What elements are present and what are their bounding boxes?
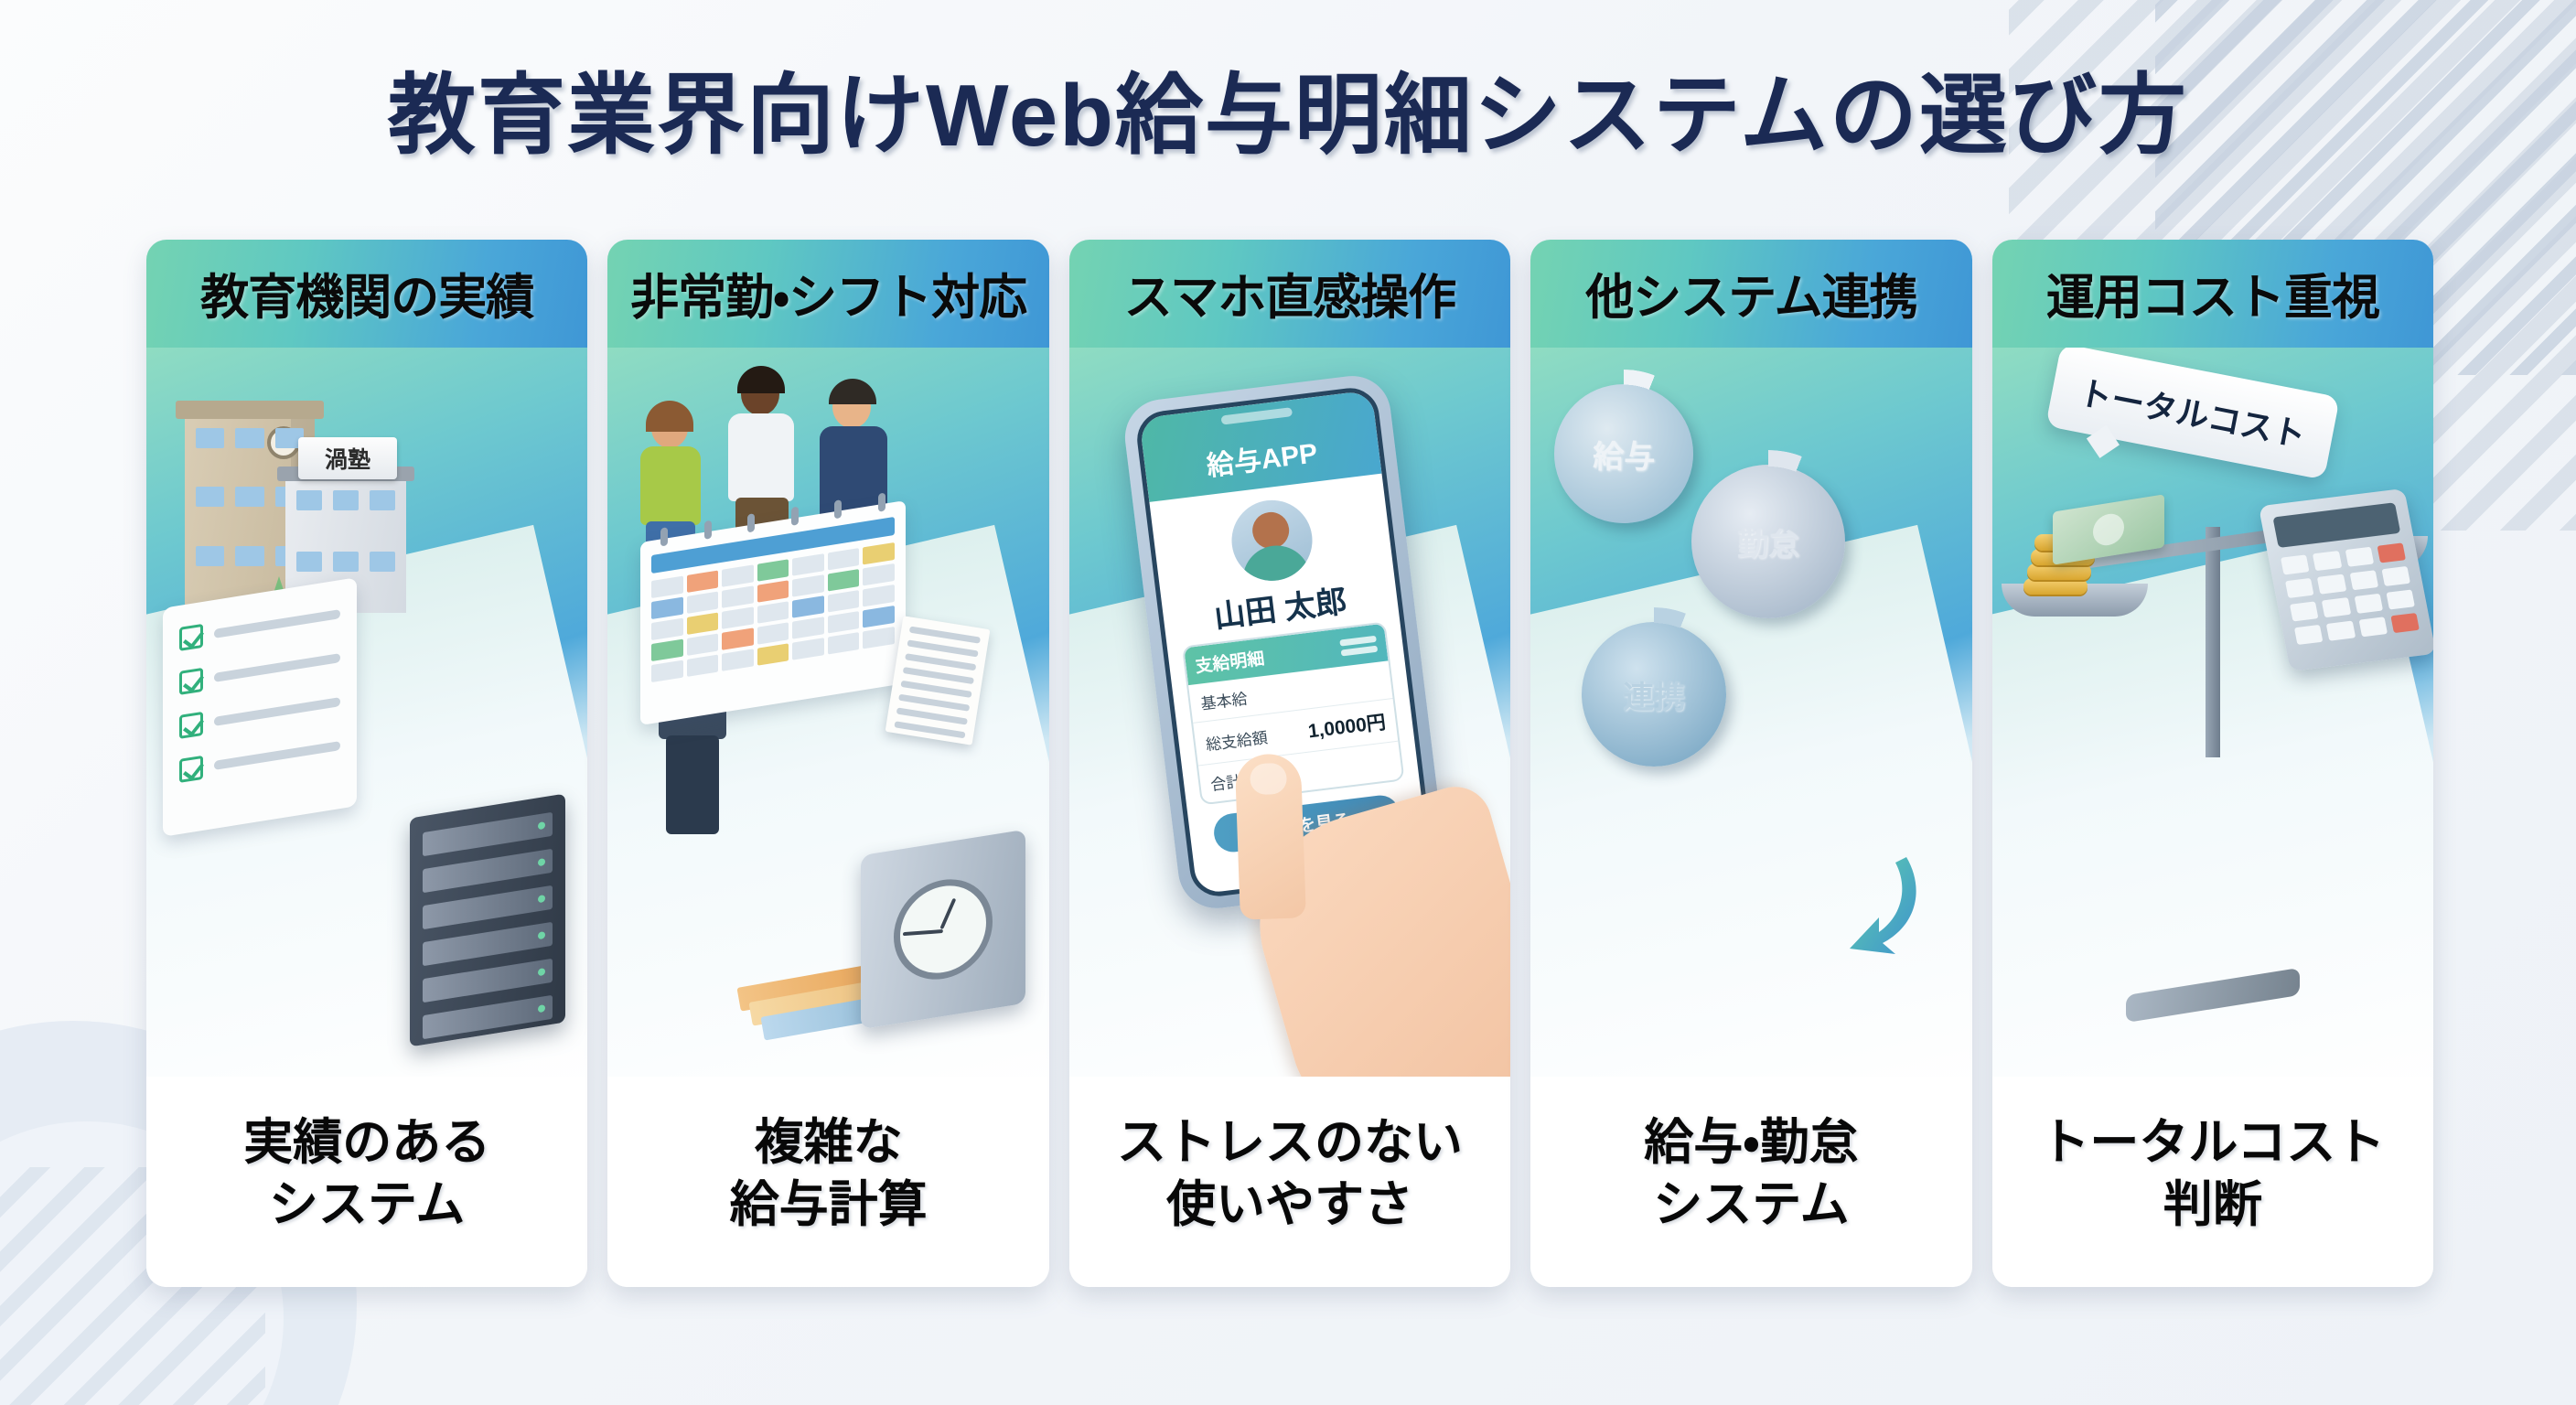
card-caption-line2-1: システム xyxy=(269,1177,466,1232)
card-caption-line2-4: システム xyxy=(1653,1177,1850,1232)
card-caption-line2-5: 判断 xyxy=(2163,1177,2262,1232)
card-header-label-5: 運用コスト重視 xyxy=(2045,271,2380,325)
card-caption-line1-2: 複雑な xyxy=(754,1115,903,1171)
gear-label-payroll: 給与 xyxy=(1593,439,1656,475)
avatar xyxy=(1227,495,1317,585)
card-caption-line1-4: 給与・勤怠 xyxy=(1644,1115,1859,1171)
gear-icon-attendance: 勤怠 xyxy=(1691,465,1846,618)
feature-card-part-time-shift-support[interactable]: 非常勤・シフト対応 xyxy=(607,240,1049,1287)
payslip-row-label-1: 基本給 xyxy=(1199,690,1249,713)
card-caption-line2-2: 給与計算 xyxy=(729,1177,928,1232)
payslip-card-title: 支給明細 xyxy=(1194,649,1266,677)
payslip-row-value-2: 1,0000円 xyxy=(1306,712,1388,743)
time-clock-machine-icon xyxy=(860,829,1025,1030)
card-header-5: 運用コスト重視 xyxy=(1991,240,2434,348)
card-header-2: 非常勤・シフト対応 xyxy=(607,240,1049,348)
payslip-document-icon xyxy=(885,616,991,745)
feature-card-system-integration[interactable]: 他システム連携 給与 勤怠 連携 xyxy=(1530,240,1972,1287)
app-header-bar: 給与APP xyxy=(1139,390,1382,502)
gear-icon-payroll: 給与 xyxy=(1554,384,1694,523)
index-finger-icon xyxy=(1234,753,1307,920)
app-title: 給与APP xyxy=(1205,438,1320,482)
card-illustration-1: 渦塾 xyxy=(146,348,588,1077)
card-header-4: 他システム連携 xyxy=(1530,240,1972,348)
card-illustration-3: 給与APP 山田 太郎 支給明細 基本給 総支給額 xyxy=(1068,348,1511,1077)
calculator-screen-icon xyxy=(2272,502,2401,548)
balance-scale-post-icon xyxy=(2205,527,2220,757)
page-title: 教育業界向けWeb給与明細システムの選び方 xyxy=(387,67,2189,165)
fingernail-icon xyxy=(1250,762,1288,796)
card-header-label-2: 非常勤・シフト対応 xyxy=(630,271,1027,325)
checkbox-icon xyxy=(179,711,203,739)
card-caption-2: 複雑な 給与計算 xyxy=(607,1077,1049,1287)
placeholder-bars-icon xyxy=(1339,635,1379,657)
card-caption-line1-1: 実績のある xyxy=(243,1115,491,1171)
feature-card-education-track-record[interactable]: 教育機関の実績 渦塾 xyxy=(146,240,588,1287)
card-header-label-3: スマホ直感操作 xyxy=(1123,271,1456,325)
checklist-clipboard-icon xyxy=(163,577,357,837)
building-roof-icon xyxy=(176,401,324,419)
checkbox-icon xyxy=(179,623,203,651)
card-illustration-5: トータルコスト xyxy=(1991,348,2434,1077)
card-caption-line1-5: トータルコスト xyxy=(2040,1115,2386,1171)
card-header-1: 教育機関の実績 xyxy=(146,240,588,348)
checkbox-icon xyxy=(179,667,203,695)
calculator-icon xyxy=(2258,488,2434,672)
card-caption-line2-3: 使いやすさ xyxy=(1166,1177,1414,1232)
calculator-keys-icon xyxy=(2281,542,2420,646)
card-caption-1: 実績のある システム xyxy=(146,1077,588,1287)
feature-card-smartphone-intuitive[interactable]: スマホ直感操作 給与APP 山田 太郎 支給明細 xyxy=(1068,240,1511,1287)
card-caption-line1-3: ストレスのない xyxy=(1117,1115,1464,1171)
gear-label-attendance: 勤怠 xyxy=(1737,527,1800,563)
building-signboard: 渦塾 xyxy=(298,437,397,479)
card-caption-4: 給与・勤怠 システム xyxy=(1530,1077,1972,1287)
card-caption-3: ストレスのない 使いやすさ xyxy=(1068,1077,1511,1287)
curved-arrow-icon xyxy=(1830,852,1930,961)
card-header-label-1: 教育機関の実績 xyxy=(200,271,534,325)
checkbox-icon xyxy=(179,755,203,783)
gear-label-linkage: 連携 xyxy=(1623,680,1686,715)
feature-card-operation-cost[interactable]: 運用コスト重視 トータルコスト xyxy=(1991,240,2434,1287)
card-header-label-4: 他システム連携 xyxy=(1585,271,1917,325)
card-caption-5: トータルコスト 判断 xyxy=(1991,1077,2434,1287)
speech-bubble-total-cost: トータルコスト xyxy=(2045,348,2340,480)
feature-card-row: 教育機関の実績 渦塾 xyxy=(146,240,2434,1287)
building-windows-icon xyxy=(296,490,395,604)
card-illustration-2 xyxy=(607,348,1049,1077)
card-illustration-4: 給与 勤怠 連携 xyxy=(1530,348,1972,1077)
payslip-row-label-2: 総支給額 xyxy=(1205,728,1269,754)
card-header-3: スマホ直感操作 xyxy=(1068,240,1511,348)
server-rack-icon xyxy=(410,793,566,1047)
gear-icon-linkage: 連携 xyxy=(1582,622,1727,767)
clock-face-icon xyxy=(893,872,993,987)
